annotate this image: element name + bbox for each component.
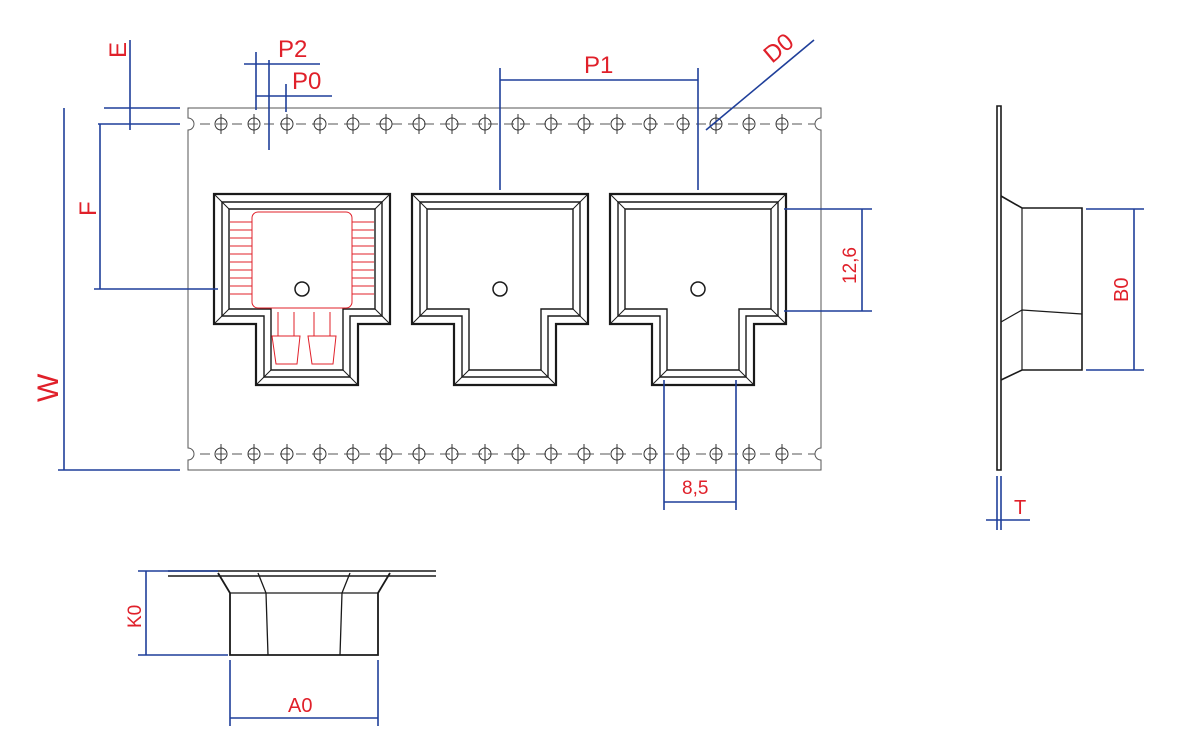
top-sprocket-holes xyxy=(214,114,789,134)
tape-top-view xyxy=(187,107,822,471)
tape-outline xyxy=(187,107,822,471)
label-b0: B0 xyxy=(1111,278,1133,302)
label-tab-width: 8,5 xyxy=(682,478,708,499)
component-outline xyxy=(230,211,374,365)
label-e: E xyxy=(105,42,132,58)
dimension-lines xyxy=(58,39,872,510)
bottom-section-view: K0 A0 xyxy=(125,570,436,726)
label-f: F xyxy=(75,201,102,216)
label-w: W xyxy=(32,373,65,402)
cavity-3 xyxy=(608,192,788,387)
side-view: B0 T xyxy=(986,105,1144,530)
bottom-sprocket-holes xyxy=(214,444,789,464)
label-d0: D0 xyxy=(759,28,800,68)
label-p1: P1 xyxy=(584,52,613,79)
label-cavity-height: 12,6 xyxy=(840,247,861,284)
label-a0: A0 xyxy=(288,695,312,717)
label-t: T xyxy=(1014,497,1026,519)
label-k0: K0 xyxy=(125,605,146,628)
cavity-1 xyxy=(212,192,392,387)
cavity-2 xyxy=(410,192,590,387)
label-p2: P2 xyxy=(278,36,307,63)
label-p0: P0 xyxy=(292,68,321,95)
